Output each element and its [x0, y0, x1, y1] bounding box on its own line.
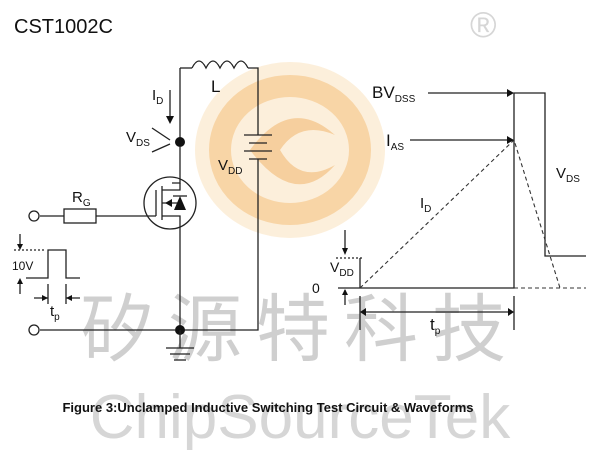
vdd-arrowhead-bottom	[342, 289, 348, 295]
tp-arrowhead-right	[66, 295, 72, 301]
wire-inductor-to-supply	[248, 67, 259, 135]
body-diode	[174, 196, 186, 210]
inductor-label: L	[211, 77, 220, 96]
id-label: ID	[152, 87, 163, 107]
figure-caption: Figure 3:Unclamped Inductive Switching T…	[62, 400, 473, 415]
tp-label-circuit: tp	[50, 303, 60, 323]
part-number: CST1002C	[14, 16, 113, 38]
zero-label: 0	[312, 280, 320, 296]
vdd-arrowhead-top	[342, 248, 348, 255]
tp-markers	[47, 284, 67, 304]
test-circuit: ID L VDS VDD RG 10V tp	[12, 60, 272, 361]
mosfet-body	[143, 176, 197, 230]
tp-arrowhead-wave-right	[508, 308, 514, 316]
vdd-label: VDD	[218, 157, 242, 177]
vds-label: VDS	[126, 129, 150, 149]
source-terminal	[28, 324, 40, 336]
id-ramp	[359, 138, 561, 289]
bvdss-label: BVDSS	[372, 83, 416, 105]
vds-probe-lines	[151, 127, 171, 153]
mosfet-source-conn	[162, 215, 181, 240]
tp-label-wave: tp	[430, 315, 441, 337]
gate-pulse	[26, 249, 80, 279]
pulse-amplitude-label: 10V	[12, 259, 33, 273]
registered-mark: ®	[470, 4, 497, 45]
logo-ring	[209, 75, 371, 225]
supply-return-wire	[180, 159, 259, 331]
rg-label: RG	[72, 189, 91, 209]
watermark-english: ChipSourceTek	[90, 383, 511, 450]
waveforms: BVDSS IAS ID VDS VDD 0 tp	[312, 83, 586, 337]
inductor-coil	[191, 60, 249, 70]
mosfet-channel-arrow	[165, 199, 172, 207]
ias-arrowhead	[507, 136, 514, 144]
vds-waveform	[360, 92, 586, 289]
tp-arrowhead-wave-left	[360, 308, 366, 316]
id-arrow-head	[166, 116, 174, 124]
drain-node	[175, 137, 185, 147]
mosfet-drain-conn	[162, 183, 181, 191]
tp-markers-wave	[359, 296, 515, 330]
gate-input-terminal	[28, 210, 40, 222]
ias-label: IAS	[386, 131, 404, 153]
vds-wave-label: VDS	[556, 165, 580, 185]
tp-arrowhead-left	[42, 295, 48, 301]
bvdss-arrowhead	[507, 89, 514, 97]
gate-resistor	[63, 208, 97, 224]
pulse-amp-arrowhead-top	[17, 244, 23, 250]
vdd-wave-label: VDD	[330, 259, 354, 279]
id-wave-label: ID	[420, 195, 431, 215]
pulse-amp-arrowhead-bottom	[17, 278, 23, 284]
watermark-logo	[195, 62, 385, 238]
